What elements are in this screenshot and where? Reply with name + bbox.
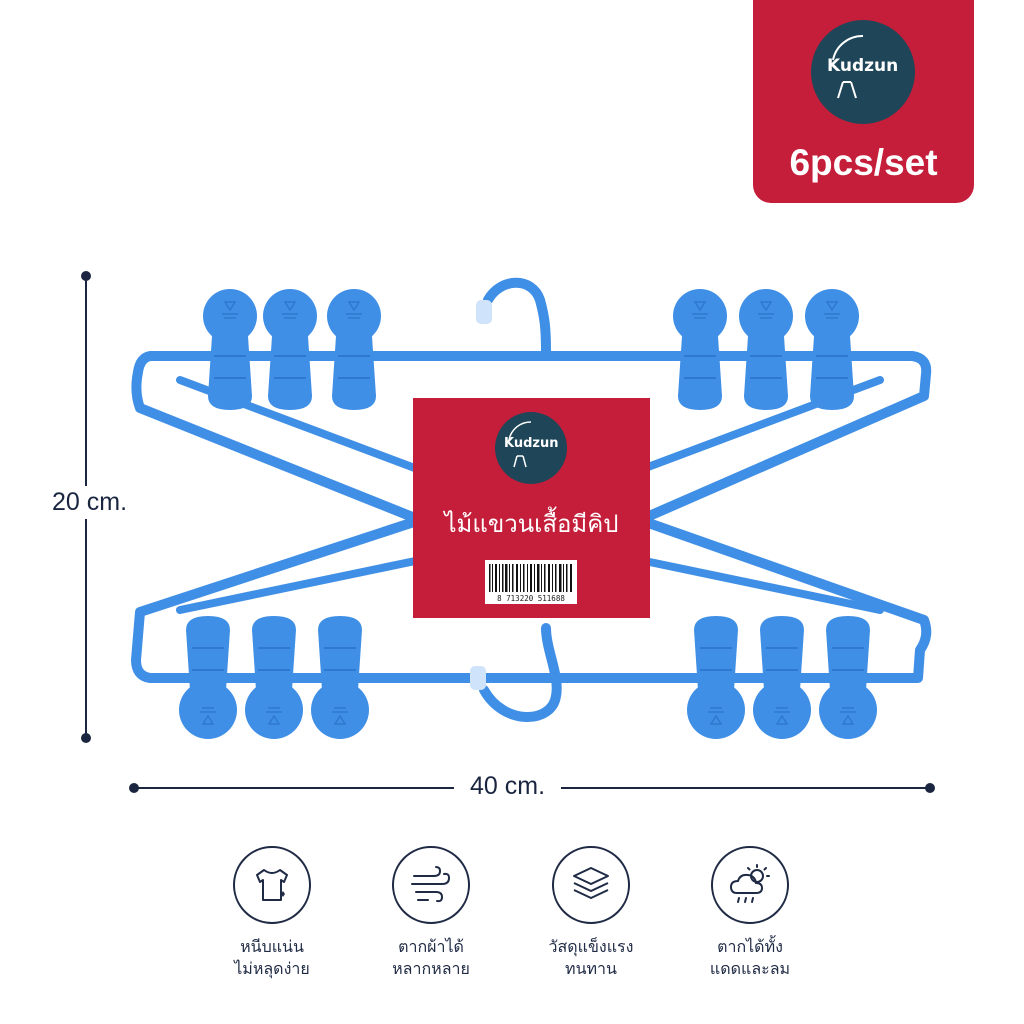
width-label: 40 cm. [454,772,562,801]
feature-line2: ทนทาน [565,959,617,978]
hanger-logo-icon [832,34,864,99]
feature-durable: วัสดุแข็งแรง ทนทาน [506,846,676,980]
brand-logo: Kudzun [811,20,915,124]
height-label: 20 cm. [48,486,132,519]
feature-line1: ตากได้ทั้ง [717,937,783,956]
feature-versatile: ตากผ้าได้ หลากหลาย [346,846,516,980]
pack-size-label: 6pcs/set [789,142,938,183]
wind-icon [411,866,451,903]
tshirt-icon [256,869,288,901]
hanger-logo-icon [508,421,532,468]
feature-icon-circle [552,846,630,924]
feature-line1: วัสดุแข็งแรง [548,937,634,956]
tag-logo: Kudzun [495,412,567,484]
tag-logo-text: Kudzun [504,436,559,451]
barcode-bars-icon [489,564,572,592]
feature-grip: หนีบแน่น ไม่หลุดง่าย [187,846,357,980]
feature-icon-circle [711,846,789,924]
hook-cap-bottom [470,666,486,690]
feature-line2: หลากหลาย [392,959,470,978]
feature-icon-circle [233,846,311,924]
barcode-number: 8 713220 511688 [497,594,565,603]
barcode: 8 713220 511688 [485,560,577,604]
hook-cap-top [476,300,492,324]
feature-line2: แดดและลม [709,959,791,978]
weather-icon [729,864,770,903]
brand-badge: Kudzun 6pcs/set [753,0,974,203]
product-tag: Kudzun ไม้แขวนเสื้อมีคิป [413,398,650,618]
feature-line2: ไม่หลุดง่าย [234,959,310,978]
feature-weather: ตากได้ทั้ง แดดและลม [665,846,835,980]
layers-icon [573,867,609,899]
product-title: ไม้แขวนเสื้อมีคิป [444,510,619,538]
brand-logo-text: Kudzun [827,56,899,76]
feature-icon-circle [392,846,470,924]
feature-line1: หนีบแน่น [240,937,304,956]
feature-line1: ตากผ้าได้ [398,937,464,956]
